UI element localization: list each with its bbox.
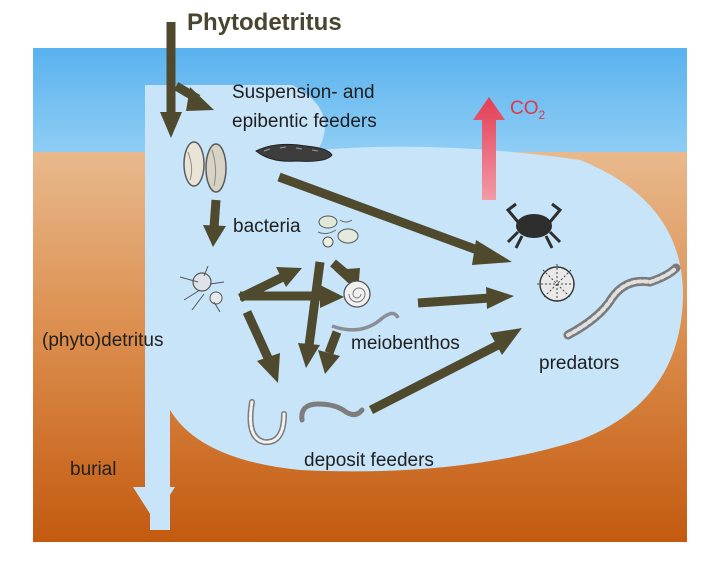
phytodetritus-label: (phyto)detritus — [42, 330, 164, 351]
protist-cluster-icon — [179, 265, 225, 313]
burial-label: burial — [70, 459, 117, 480]
meiobenthos-label: meiobenthos — [351, 333, 460, 354]
deposit-feeders-label: deposit feeders — [304, 450, 434, 471]
bivalve-icon — [183, 141, 227, 193]
bacteria-icon — [317, 215, 359, 248]
arrow-detritus-to-deposit — [242, 310, 273, 360]
sea-cucumber-icon — [255, 143, 333, 162]
sea-urchin-icon — [537, 264, 577, 304]
arrow-meio-to-predators — [417, 293, 491, 308]
arrow-suspension-to-predators — [277, 172, 482, 256]
arrow-bacteria-to-deposit — [304, 261, 325, 347]
arrow-suspension-to-detritus — [209, 199, 221, 229]
burial-arrow — [133, 85, 175, 520]
arrow-meio-to-deposit — [324, 330, 342, 355]
foraminifera-icon — [343, 280, 371, 308]
co2-text: CO — [510, 98, 539, 119]
flow-arrows — [160, 22, 522, 415]
diagram-title: Phytodetritus — [187, 9, 342, 36]
suspension-feeders-label-line1: Suspension- and — [232, 82, 375, 103]
suspension-feeders-label-line2: epibentic feeders — [232, 111, 377, 132]
nematode-icon — [331, 311, 400, 332]
co2-label: CO2 — [510, 98, 545, 122]
co2-subscript: 2 — [538, 107, 546, 122]
arrow-deposit-to-predators — [368, 340, 501, 415]
predators-label: predators — [539, 353, 620, 374]
bacteria-label: bacteria — [233, 216, 301, 237]
co2-arrow — [473, 97, 505, 200]
deposit-worm-2-icon — [299, 401, 365, 423]
crab-icon — [505, 202, 563, 249]
water-column — [33, 48, 687, 152]
arrow-input-down-head — [160, 112, 182, 138]
